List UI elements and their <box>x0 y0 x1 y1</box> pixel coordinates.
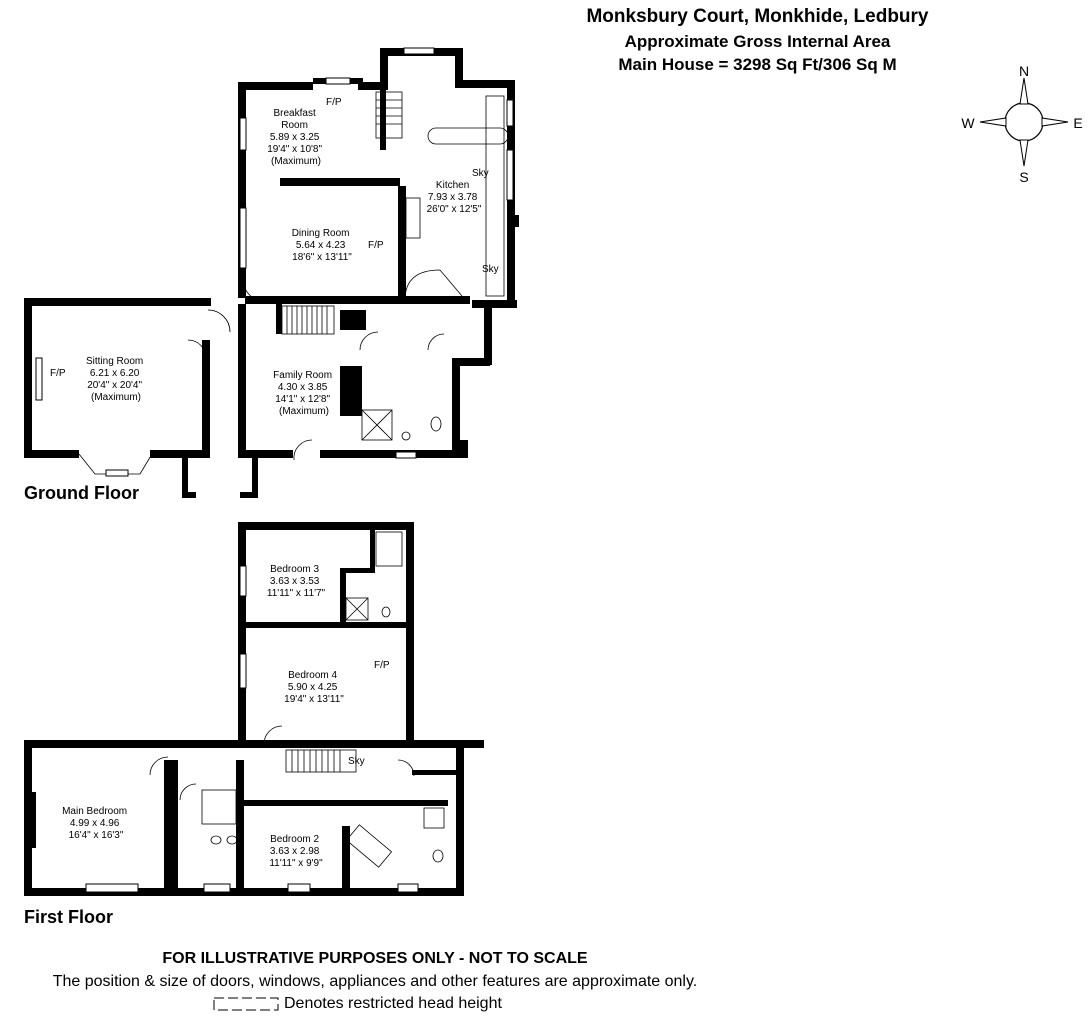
fp-family: F/P <box>346 386 362 397</box>
fp-breakfast: F/P <box>326 97 342 108</box>
ground-stairs <box>281 91 403 335</box>
room-dining: Dining Room 5.64 x 4.23 18'6" x 13'11" <box>292 228 353 263</box>
room-bedroom2: Bedroom 2 3.63 x 2.98 11'11" x 9'9" <box>269 834 323 869</box>
room-main-bedroom: Main Bedroom 4.99 x 4.96 16'4" x 16'3" <box>62 806 130 841</box>
legend-text: Denotes restricted head height <box>284 995 502 1012</box>
fp-bedroom4: F/P <box>374 660 390 671</box>
first-floor-plan: F/P Sky Bedroom 3 3.63 x 3.53 11'11" x 1… <box>24 522 484 896</box>
room-sitting: Sitting Room 6.21 x 6.20 20'4" x 20'4" (… <box>86 356 146 403</box>
compass-s: S <box>1019 169 1028 185</box>
disclaimer: FOR ILLUSTRATIVE PURPOSES ONLY - NOT TO … <box>162 950 588 967</box>
main-house-area: Main House = 3298 Sq Ft/306 Sq M <box>618 55 897 74</box>
area-subtitle: Approximate Gross Internal Area <box>624 32 891 51</box>
compass-w: W <box>961 115 975 131</box>
compass-e: E <box>1073 115 1082 131</box>
room-bedroom3: Bedroom 3 3.63 x 3.53 11'11" x 11'7" <box>267 564 326 599</box>
compass-icon: N S E W <box>961 63 1082 185</box>
room-kitchen: Kitchen 7.93 x 3.78 26'0" x 12'5" <box>427 180 482 215</box>
ground-floor-title: Ground Floor <box>24 483 139 503</box>
sky-kitchen-1: Sky <box>472 168 489 179</box>
disclaimer-note: The position & size of doors, windows, a… <box>52 973 698 990</box>
first-floor-title: First Floor <box>24 907 113 927</box>
compass-n: N <box>1019 63 1029 79</box>
fp-dining: F/P <box>368 240 384 251</box>
fp-sitting: F/P <box>50 368 66 379</box>
sky-landing: Sky <box>348 756 365 767</box>
sky-kitchen-2: Sky <box>482 264 499 275</box>
room-breakfast: Breakfast Room 5.89 x 3.25 19'4" x 10'8"… <box>267 108 325 167</box>
room-family: Family Room 4.30 x 3.85 14'1" x 12'8" (M… <box>273 370 335 417</box>
property-title: Monksbury Court, Monkhide, Ledbury <box>586 6 929 27</box>
ground-floor-plan: F/P F/P F/P F/P Sky Sky Breakfast Room 5… <box>24 47 519 498</box>
restricted-height-legend-icon <box>213 997 279 1011</box>
first-stairs <box>285 531 403 773</box>
room-bedroom4: Bedroom 4 5.90 x 4.25 19'4" x 13'11" <box>284 670 344 705</box>
